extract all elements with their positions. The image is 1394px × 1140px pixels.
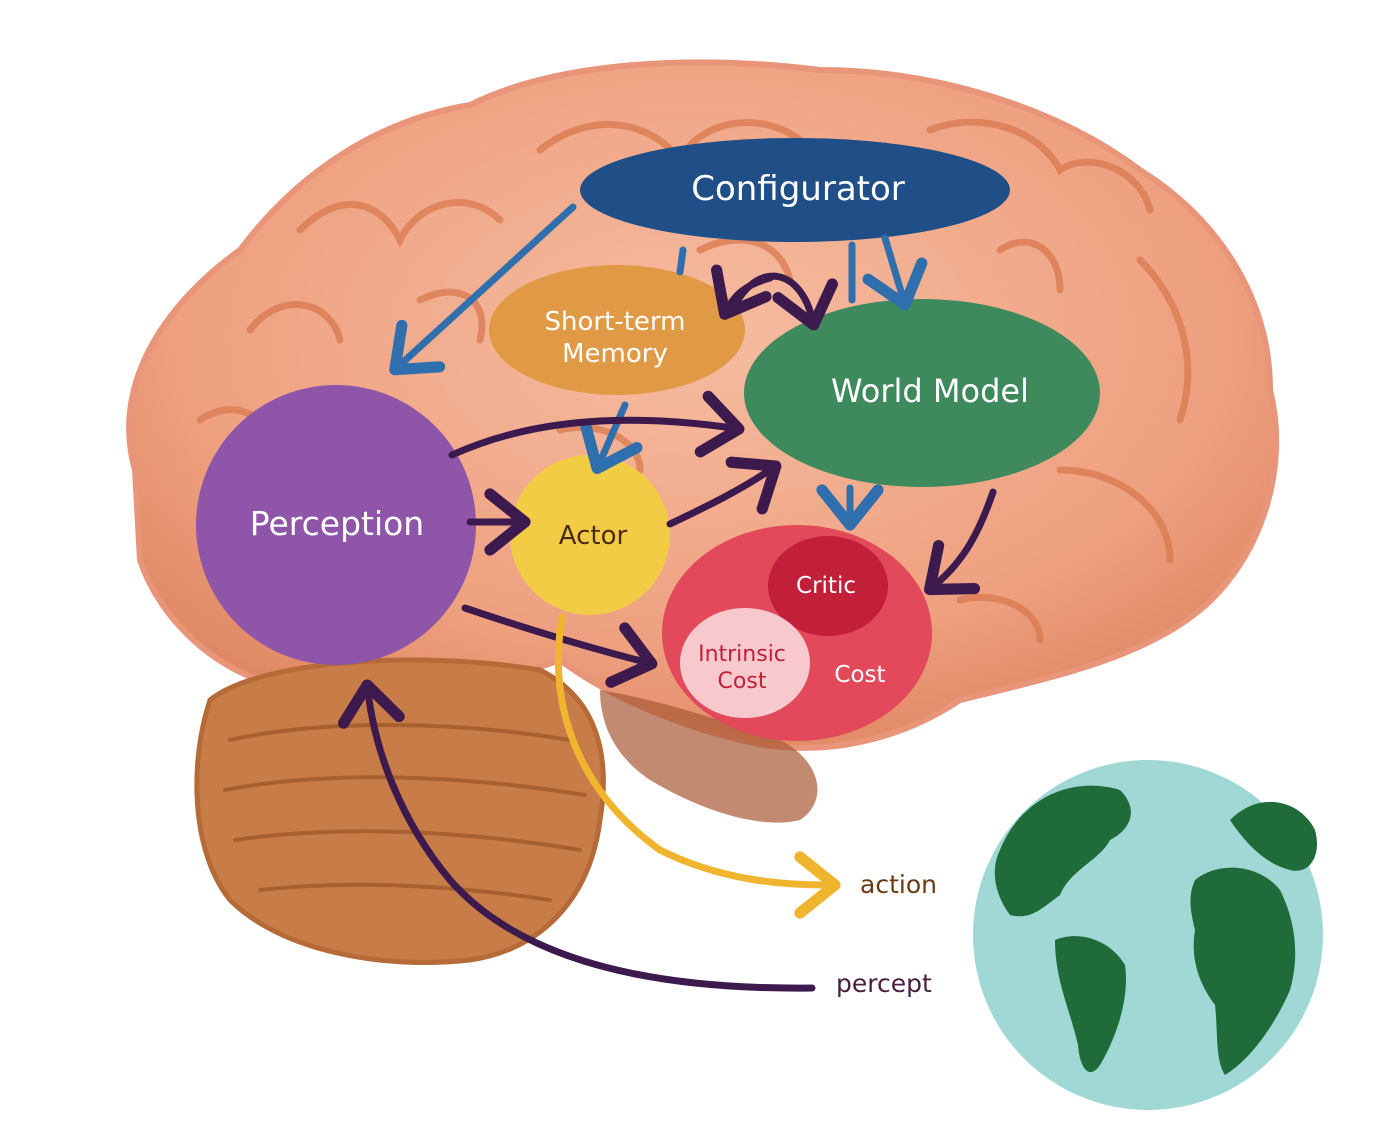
arrow-world-model-to-critic (924, 488, 997, 596)
world-model-node (744, 299, 1100, 487)
critic-node (768, 536, 888, 636)
intrinsic-cost-label-line2: Cost (718, 669, 767, 694)
arrow-stm-to-actor (580, 401, 643, 475)
flow-arrows (337, 264, 997, 992)
arrow-configurator-to-perception (389, 203, 577, 376)
perception-node (196, 385, 476, 665)
intrinsic-cost-label-line1: Intrinsic (698, 642, 786, 667)
arrow-configurator-to-world-model (862, 234, 928, 311)
critic-label: Critic (796, 573, 856, 599)
configurator-label: Configurator (691, 169, 905, 209)
percept-label: percept (836, 969, 932, 998)
africa-europe-shape (1190, 867, 1296, 1075)
south-america-shape (1055, 936, 1126, 1073)
arrow-actor-to-action (555, 613, 841, 919)
short-term-memory-label-line2: Memory (562, 339, 668, 369)
action-label: action (860, 870, 937, 899)
configurator-arrows (389, 203, 928, 531)
brainstem-shape (600, 690, 818, 823)
world-model-label: World Model (831, 372, 1029, 410)
globe-continents (994, 785, 1318, 1075)
perception-label: Perception (250, 504, 424, 543)
arrow-perception-to-world-model (448, 390, 745, 459)
globe-illustration (973, 760, 1323, 1110)
short-term-memory-node (489, 265, 745, 395)
cerebellum-shape (194, 657, 606, 965)
cost-label: Cost (834, 662, 885, 688)
short-term-memory-label-line1: Short-term (545, 307, 686, 337)
asia-shape (1230, 801, 1318, 871)
intrinsic-cost-node (680, 608, 810, 718)
arrow-actor-to-world-model (666, 456, 782, 528)
arrow-world-model-to-stm (711, 264, 774, 320)
configurator-node (580, 138, 1010, 242)
actor-label: Actor (559, 521, 628, 551)
arrow-configurator-to-stm (676, 246, 687, 276)
north-america-shape (994, 785, 1131, 917)
actor-node (510, 455, 670, 615)
arrow-percept-to-perception (337, 679, 816, 992)
